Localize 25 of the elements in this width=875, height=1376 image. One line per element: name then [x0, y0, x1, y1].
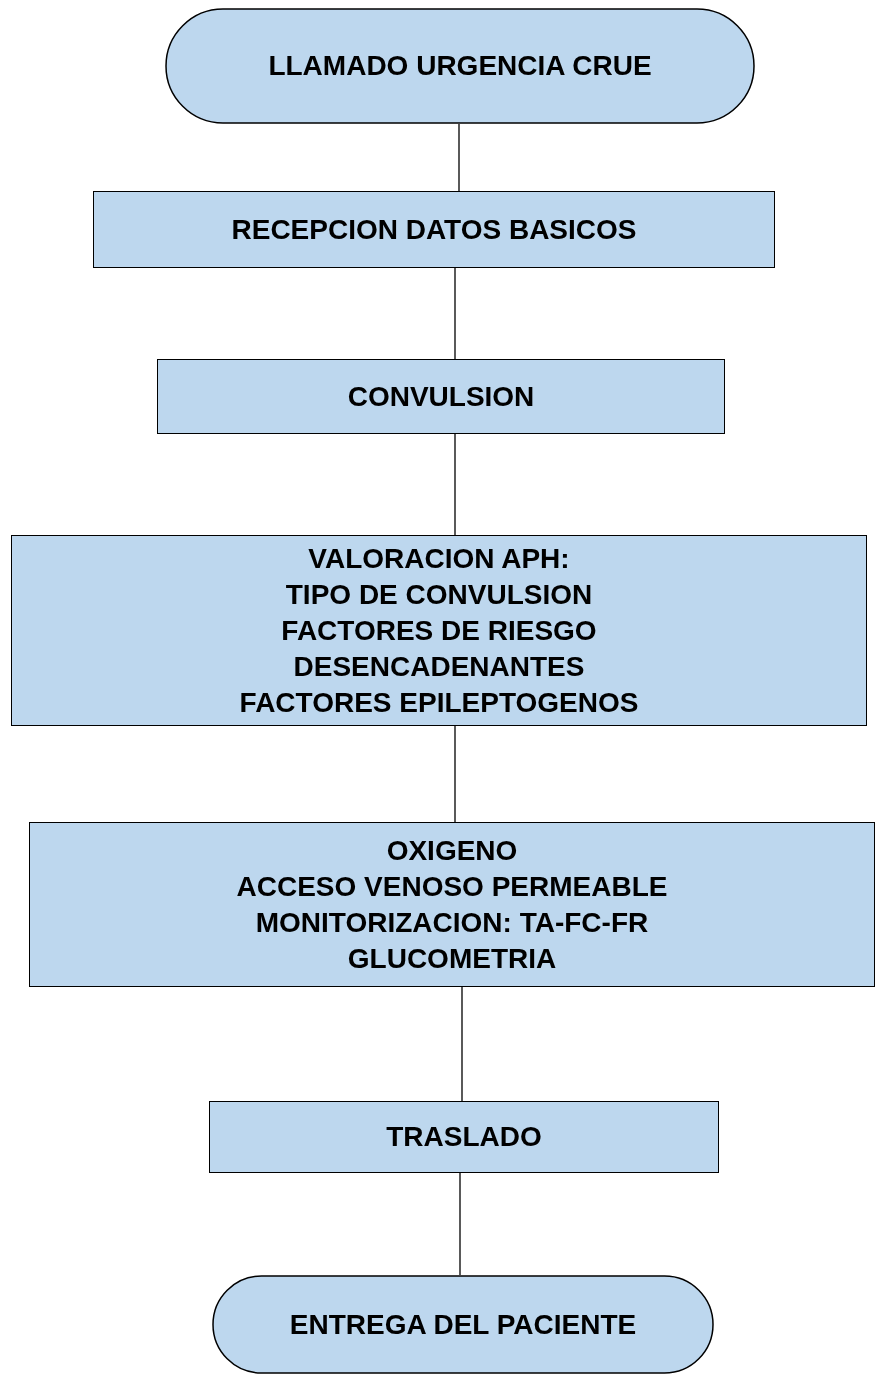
process-box	[29, 822, 875, 987]
connector-line	[454, 433, 456, 536]
step-text: DESENCADENANTES	[293, 649, 585, 684]
connector-line	[454, 725, 456, 823]
step-text: ENTREGA DEL PACIENTE	[289, 1307, 637, 1342]
process-box	[93, 191, 775, 268]
connector-line	[454, 267, 456, 360]
step-text: OXIGENO	[386, 833, 518, 868]
step-text: ACCESO VENOSO PERMEABLE	[236, 869, 668, 904]
connector-line	[461, 986, 463, 1102]
connector-line	[458, 123, 460, 192]
step-text: VALORACION APH:	[308, 541, 570, 576]
step-text: CONVULSION	[347, 379, 535, 414]
step-text: GLUCOMETRIA	[347, 941, 557, 976]
step-text: RECEPCION DATOS BASICOS	[231, 212, 637, 247]
step-text: TIPO DE CONVULSION	[285, 577, 593, 612]
connector-line	[459, 1172, 461, 1276]
step-text: FACTORES EPILEPTOGENOS	[239, 685, 639, 720]
step-text: MONITORIZACION: TA-FC-FR	[255, 905, 649, 940]
process-box	[11, 535, 867, 726]
step-text: LLAMADO URGENCIA CRUE	[268, 49, 652, 83]
step-text: FACTORES DE RIESGO	[281, 613, 597, 648]
process-box	[209, 1101, 719, 1173]
process-box	[157, 359, 725, 434]
step-text: TRASLADO	[386, 1120, 542, 1154]
